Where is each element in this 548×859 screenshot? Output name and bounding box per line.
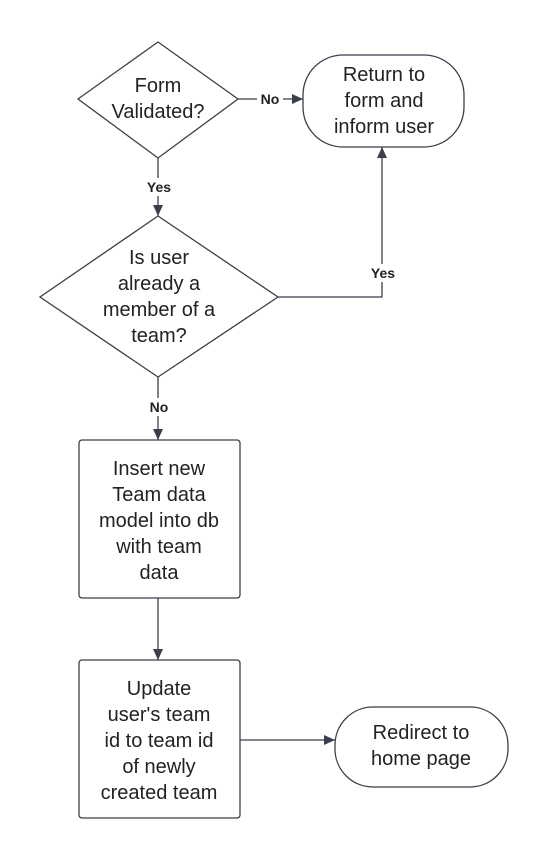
node-text-line: team? — [131, 325, 187, 347]
node-text: Update user's team id to team id of newly cr… — [101, 678, 218, 804]
process-update-user: Update user's team id to team id of newly cr… — [78, 659, 241, 819]
node-text-line: Form — [135, 75, 182, 97]
node-text-line: Insert new — [113, 458, 206, 480]
terminal-redirect-home: Redirect to home page — [334, 706, 509, 788]
node-text-line: already a — [118, 273, 201, 295]
node-text-line: data — [140, 562, 180, 584]
node-text-line: user's team — [108, 704, 211, 726]
node-text-line: Update — [127, 678, 192, 700]
edge-label-member-no: No — [150, 399, 169, 415]
node-text: Return to form and inform user — [334, 64, 434, 138]
node-text-line: member of a — [103, 299, 216, 321]
node-text-line: inform user — [334, 116, 434, 138]
edge-labels: No Yes Yes No — [142, 90, 400, 416]
node-text-line: model into db — [99, 510, 219, 532]
node-text-line: Is user — [129, 247, 189, 269]
edge-member-to-return — [278, 147, 387, 298]
node-text-line: with team — [115, 536, 202, 558]
edges — [153, 94, 387, 745]
node-text-line: home page — [371, 748, 471, 770]
node-text-line: Team data — [112, 484, 206, 506]
node-text: Redirect to home page — [371, 722, 471, 770]
edge-label-member-yes: Yes — [371, 265, 395, 281]
decision-already-member: Is user already a member of a team? — [38, 215, 280, 378]
node-text-line: Validated? — [111, 101, 204, 123]
node-text: Is user already a member of a team? — [103, 247, 216, 347]
node-text-line: of newly — [122, 756, 195, 778]
node-text-line: Return to — [343, 64, 425, 86]
node-text-line: form and — [345, 90, 424, 112]
edge-label-validated-no: No — [261, 91, 280, 107]
node-text-line: created team — [101, 782, 218, 804]
node-text-line: id to team id — [105, 730, 214, 752]
edge-label-validated-yes: Yes — [147, 179, 171, 195]
node-text-line: Redirect to — [373, 722, 470, 744]
terminal-return-to-form: Return to form and inform user — [302, 54, 465, 148]
